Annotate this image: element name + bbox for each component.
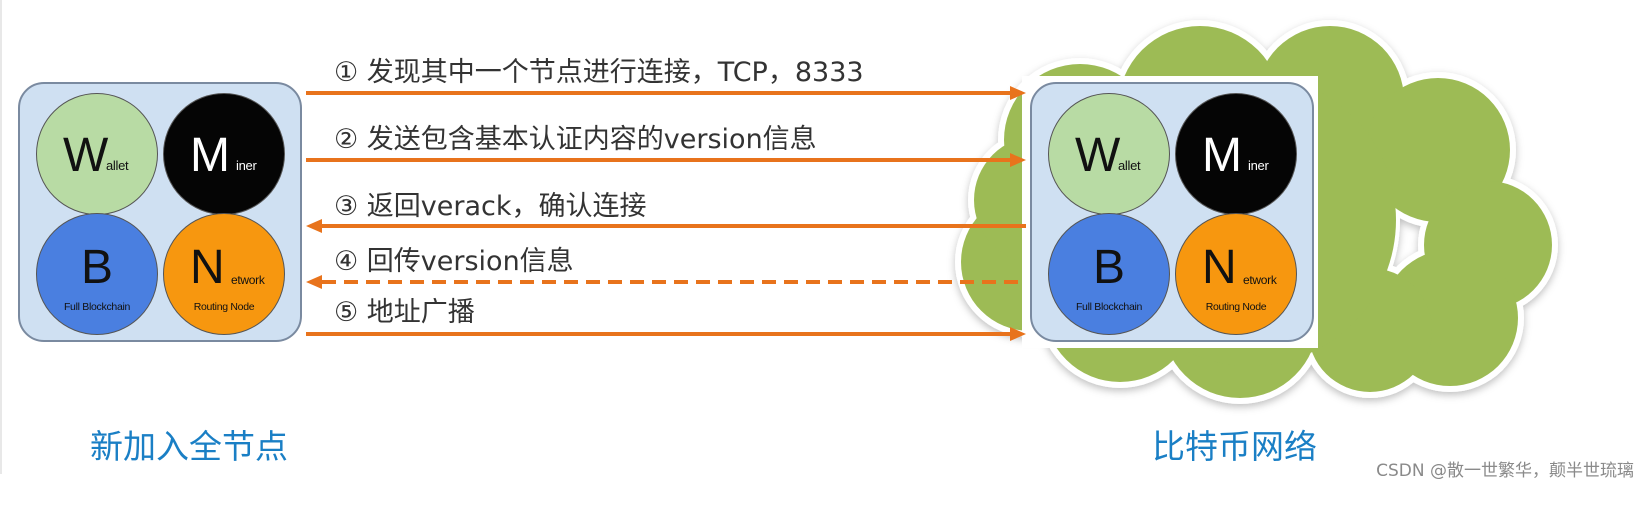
network-initial: N [190,244,225,292]
arrow-head [306,275,322,289]
step-3-label: ③ 返回verack，确认连接 [334,184,647,223]
blockchain-circle: B Full Blockchain [1048,213,1170,335]
left-node-box: W allet M iner B Full Blockchain N etwor… [18,82,302,342]
network-sub: Routing Node [1176,301,1296,313]
step-4-label: ④ 回传version信息 [334,239,574,278]
network-rest: etwork [231,273,265,287]
step-1-label: ① 发现其中一个节点进行连接，TCP，8333 [334,50,864,89]
step-5-arrow [306,327,1026,341]
miner-rest: iner [236,158,256,173]
wallet-rest: allet [1118,158,1140,173]
left-node-caption: 新加入全节点 [90,420,288,468]
wallet-circle: W allet [36,93,158,215]
network-sub: Routing Node [164,301,284,313]
blockchain-sub: Full Blockchain [37,301,157,313]
network-circle: N etwork Routing Node [163,213,285,335]
arrow-head [306,219,322,233]
miner-circle: M iner [163,93,285,215]
blockchain-initial: B [1049,244,1169,292]
network-circle: N etwork Routing Node [1175,213,1297,335]
watermark: CSDN @散一世繁华，颠半世琉璃 [1376,456,1634,481]
blockchain-circle: B Full Blockchain [36,213,158,335]
blockchain-sub: Full Blockchain [1049,301,1169,313]
miner-initial: M [1202,132,1242,180]
miner-circle: M iner [1175,93,1297,215]
step-2-label: ② 发送包含基本认证内容的version信息 [334,117,817,156]
wallet-rest: allet [106,158,128,173]
step-5-label: ⑤ 地址广播 [334,290,475,329]
blockchain-initial: B [37,244,157,292]
network-rest: etwork [1243,273,1277,287]
miner-initial: M [190,132,230,180]
miner-rest: iner [1248,158,1268,173]
right-node-caption: 比特币网络 [1152,420,1317,468]
network-initial: N [1202,244,1237,292]
wallet-circle: W allet [1048,93,1170,215]
wallet-initial: W [63,132,108,180]
wallet-initial: W [1075,132,1120,180]
right-node-box: W allet M iner B Full Blockchain N etwor… [1030,82,1314,342]
